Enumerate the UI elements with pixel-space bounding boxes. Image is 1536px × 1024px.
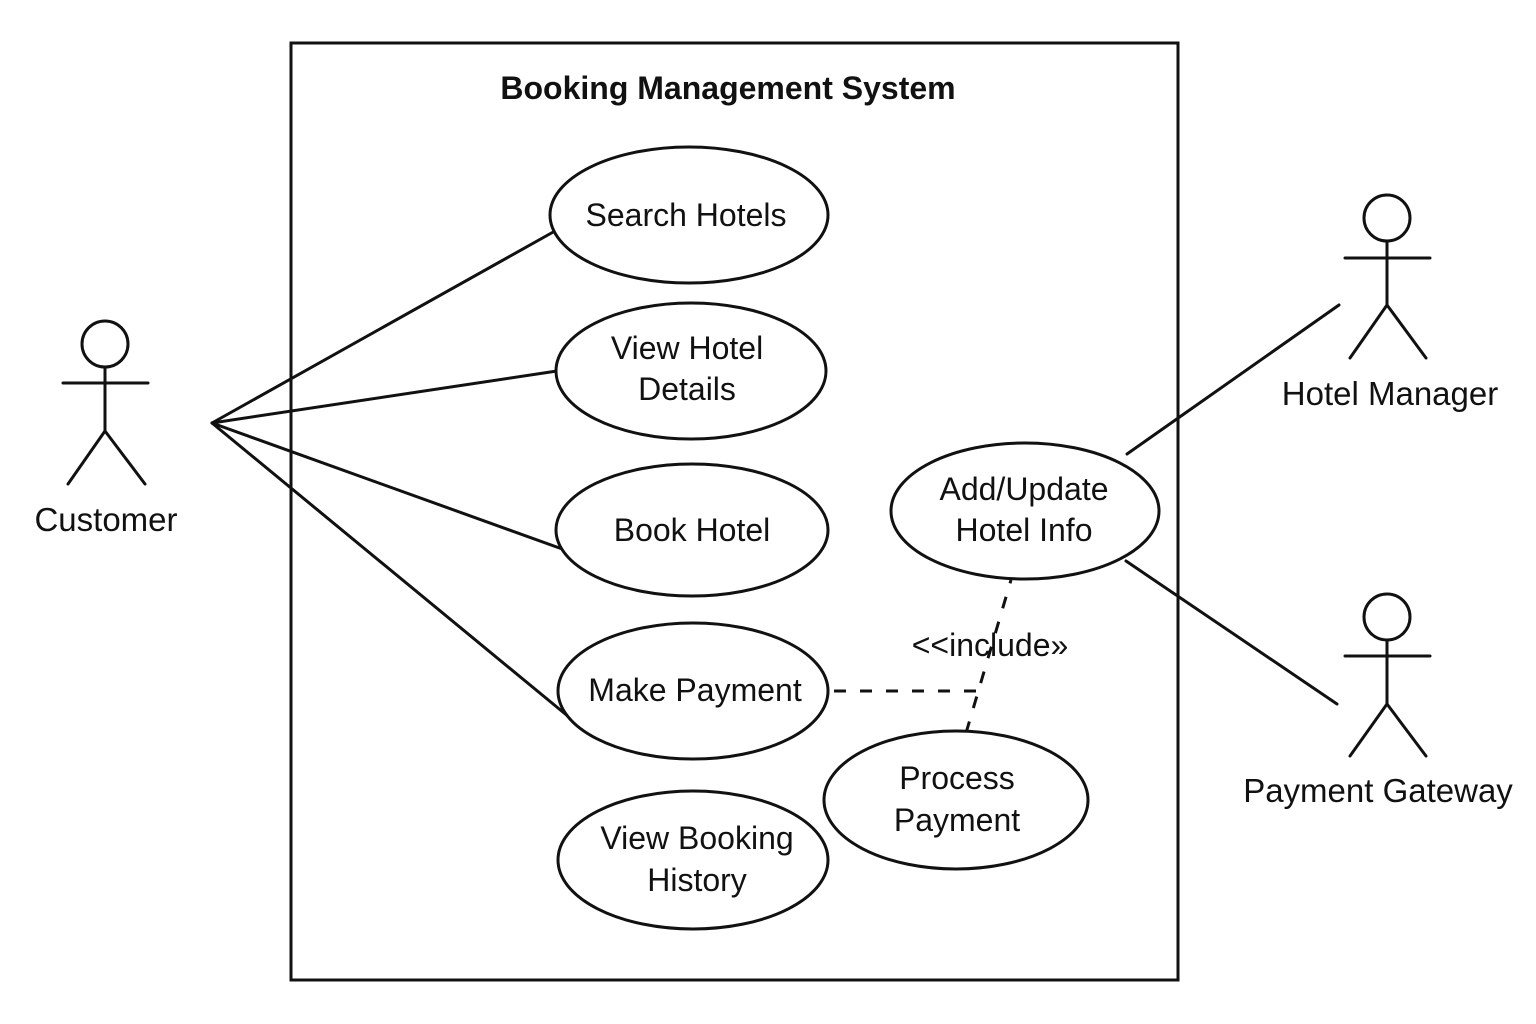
use-case-make-payment: Make Payment — [556, 621, 830, 761]
use-case-label-line-1: View Hotel — [611, 330, 763, 366]
association-hotel-manager-add-update-hotel-info — [1125, 303, 1341, 456]
association-customer-make-payment — [210, 421, 577, 724]
use-case-label: Make Payment — [588, 672, 802, 708]
use-case-label-line-1: Process — [899, 760, 1015, 796]
actor-hotel-manager: Hotel Manager — [1282, 193, 1498, 412]
use-case-view-hotel-details: View Hotel Details — [554, 301, 828, 441]
association-customer-book-hotel — [210, 421, 567, 552]
use-case-label-line-2: Payment — [894, 802, 1020, 838]
association-customer-search-hotels — [210, 229, 557, 425]
stick-figure-icon — [1343, 193, 1432, 360]
use-case-add-update-hotel-info: Add/Update Hotel Info — [889, 441, 1161, 581]
use-case-search-hotels: Search Hotels — [548, 145, 830, 285]
use-case-label: Search Hotels — [586, 197, 787, 233]
dependency-process-payment-add-update-hotel-info — [964, 579, 1013, 734]
use-case-process-payment: Process Payment — [822, 729, 1090, 871]
association-payment-gateway-add-update-hotel-info — [1124, 559, 1339, 706]
actor-label: Payment Gateway — [1243, 772, 1513, 809]
include-label: <<include» — [912, 627, 1069, 663]
system-title: Booking Management System — [500, 70, 955, 106]
stick-figure-icon — [1343, 592, 1432, 758]
use-case-view-booking-history: View Booking History — [556, 789, 830, 931]
system-boundary — [289, 41, 1180, 982]
use-case-label-line-1: View Booking — [600, 820, 793, 856]
association-customer-view-hotel-details — [210, 369, 559, 425]
actor-label: Customer — [34, 501, 177, 538]
actor-label: Hotel Manager — [1282, 375, 1498, 412]
use-case-label-line-2: Hotel Info — [956, 512, 1093, 548]
actor-payment-gateway: Payment Gateway — [1243, 592, 1513, 809]
use-case-label: Book Hotel — [614, 512, 771, 548]
actor-customer: Customer — [34, 319, 178, 538]
use-case-label-line-1: Add/Update — [939, 471, 1108, 507]
use-case-label-line-2: Details — [638, 371, 736, 407]
use-case-book-hotel: Book Hotel — [554, 462, 830, 598]
use-case-label-line-2: History — [647, 862, 747, 898]
stick-figure-icon — [61, 319, 150, 486]
